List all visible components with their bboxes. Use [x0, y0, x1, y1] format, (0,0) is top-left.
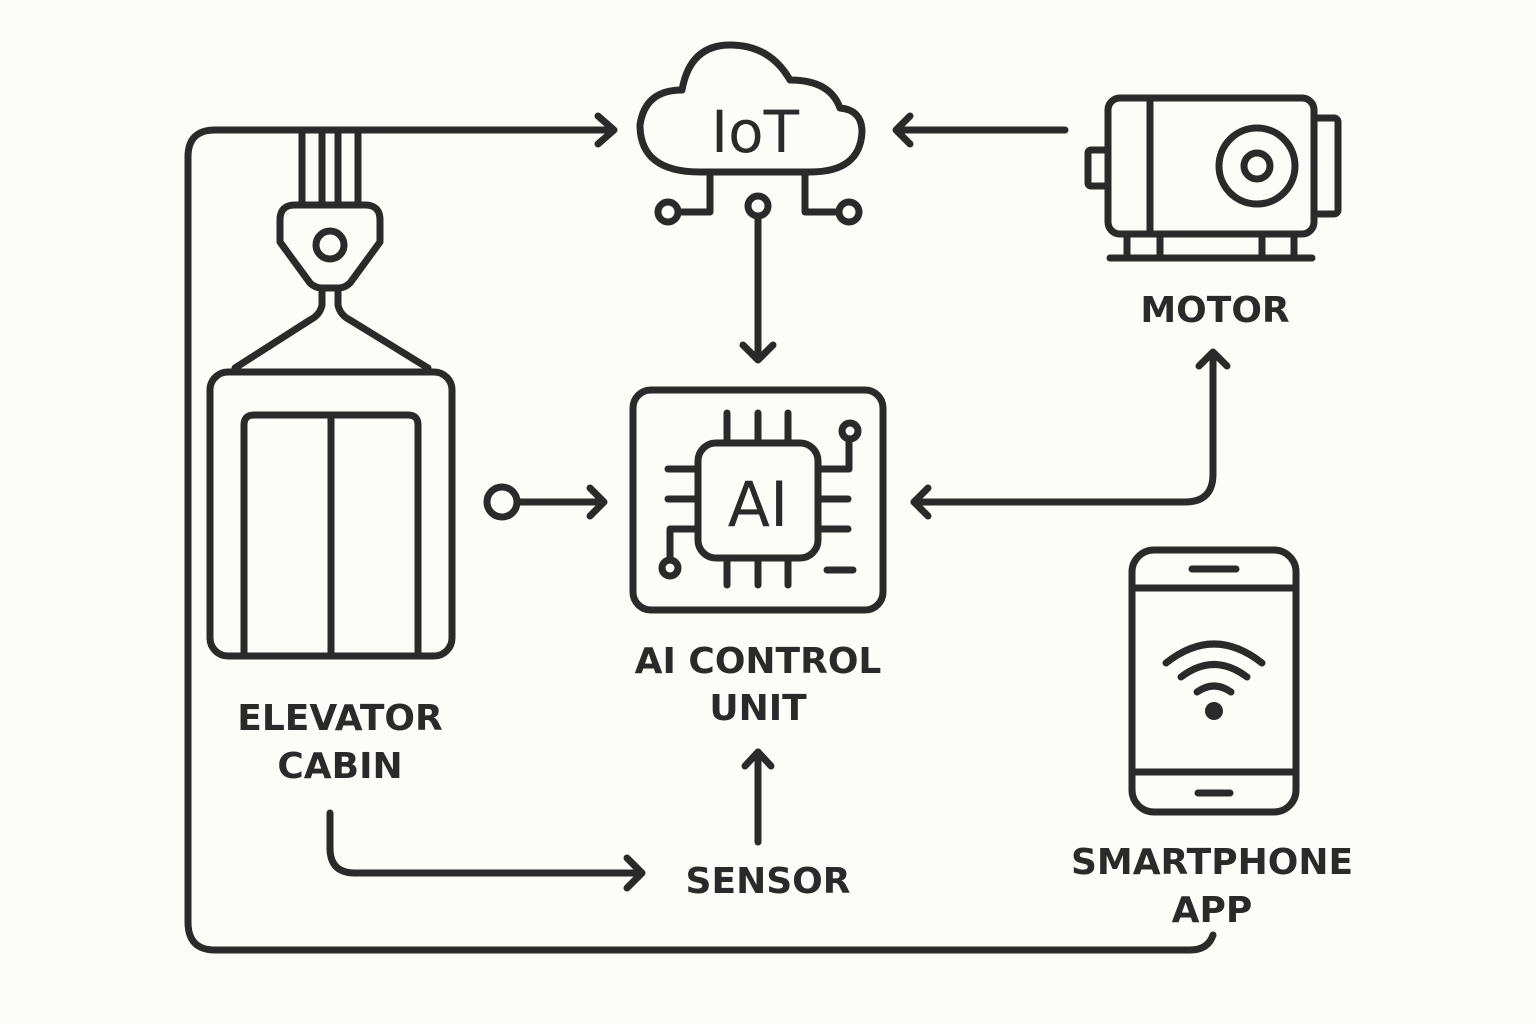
edge-elevator-to-sensor	[326, 809, 642, 877]
cloud-icon	[636, 41, 866, 226]
smartphone-label-line1: SMARTPHONE	[1071, 842, 1353, 883]
arrowhead-to-motor	[1195, 348, 1231, 370]
motor-label: MOTOR	[1140, 290, 1289, 331]
motor-icon	[1084, 94, 1342, 262]
pulley-icon	[231, 201, 432, 372]
arrowhead-sensor-to-ai	[741, 748, 775, 770]
arrowhead-to-ai-left	[586, 484, 608, 520]
chip-icon	[629, 386, 887, 614]
connector-node	[483, 483, 521, 521]
arrowhead-motor-to-iot	[892, 112, 914, 148]
arrowhead-to-sensor	[623, 854, 646, 892]
edge-ai-motor	[910, 352, 1217, 506]
arrowhead-to-ai-right	[910, 484, 932, 520]
sensor-label: SENSOR	[686, 861, 851, 902]
smartphone-wifi-icon	[1128, 546, 1300, 816]
elevator-cables	[298, 126, 362, 209]
ai-text: AI	[728, 468, 789, 541]
arrowhead-iot-to-ai	[739, 341, 777, 364]
iot-text: IoT	[711, 98, 800, 166]
ai-label-line1: AI CONTROL	[635, 641, 882, 682]
ai-label-line2: UNIT	[709, 688, 807, 729]
smartphone-label-line2: APP	[1172, 890, 1253, 931]
elevator-label-line1: ELEVATOR	[237, 698, 443, 739]
elevator-label-line2: CABIN	[277, 746, 402, 787]
elevator-icon	[206, 368, 456, 660]
edge-smartphone-to-iot-loop	[184, 126, 1217, 954]
arrowhead-to-iot	[594, 112, 618, 148]
